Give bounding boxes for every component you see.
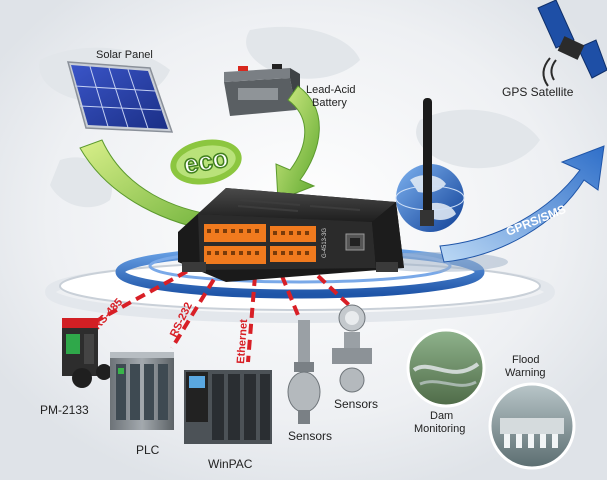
dam-label-line1: Dam <box>430 410 454 422</box>
device-model-label: G-4513-3G <box>322 228 328 258</box>
winpac-graphic <box>184 370 272 444</box>
flood-label-line1: Flood <box>512 354 540 366</box>
battery-graphic <box>224 64 300 116</box>
flood-warning-photo <box>488 382 576 470</box>
ethernet-label: Ethernet <box>235 319 250 365</box>
battery-label-line1: Lead-Acid <box>306 84 356 96</box>
gps-satellite-icon <box>537 0 607 87</box>
antenna-graphic <box>420 98 434 226</box>
solar-panel-graphic <box>66 61 174 133</box>
winpac-label: WinPAC <box>208 457 253 471</box>
dam-label-line2: Monitoring <box>414 423 466 435</box>
pm2133-meter-graphic <box>62 318 112 388</box>
g4513-device-graphic <box>178 188 404 282</box>
eco-badge: eco <box>170 139 242 185</box>
sensors-right-label: Sensors <box>334 397 379 411</box>
plc-graphic <box>110 352 174 430</box>
solar-panel-label: Solar Panel <box>96 49 153 61</box>
sensors-left-label: Sensors <box>288 429 333 443</box>
pm2133-label: PM-2133 <box>40 403 89 417</box>
battery-label-line2: Battery <box>312 97 347 109</box>
gps-satellite-label: GPS Satellite <box>502 85 574 99</box>
gprs-sms-arrow <box>439 145 605 263</box>
dam-monitoring-photo <box>406 328 486 408</box>
flood-label-line2: Warning <box>505 367 546 379</box>
plc-label: PLC <box>136 443 160 457</box>
sensor-right-graphic <box>332 304 372 393</box>
sensor-left-graphic <box>287 320 321 424</box>
